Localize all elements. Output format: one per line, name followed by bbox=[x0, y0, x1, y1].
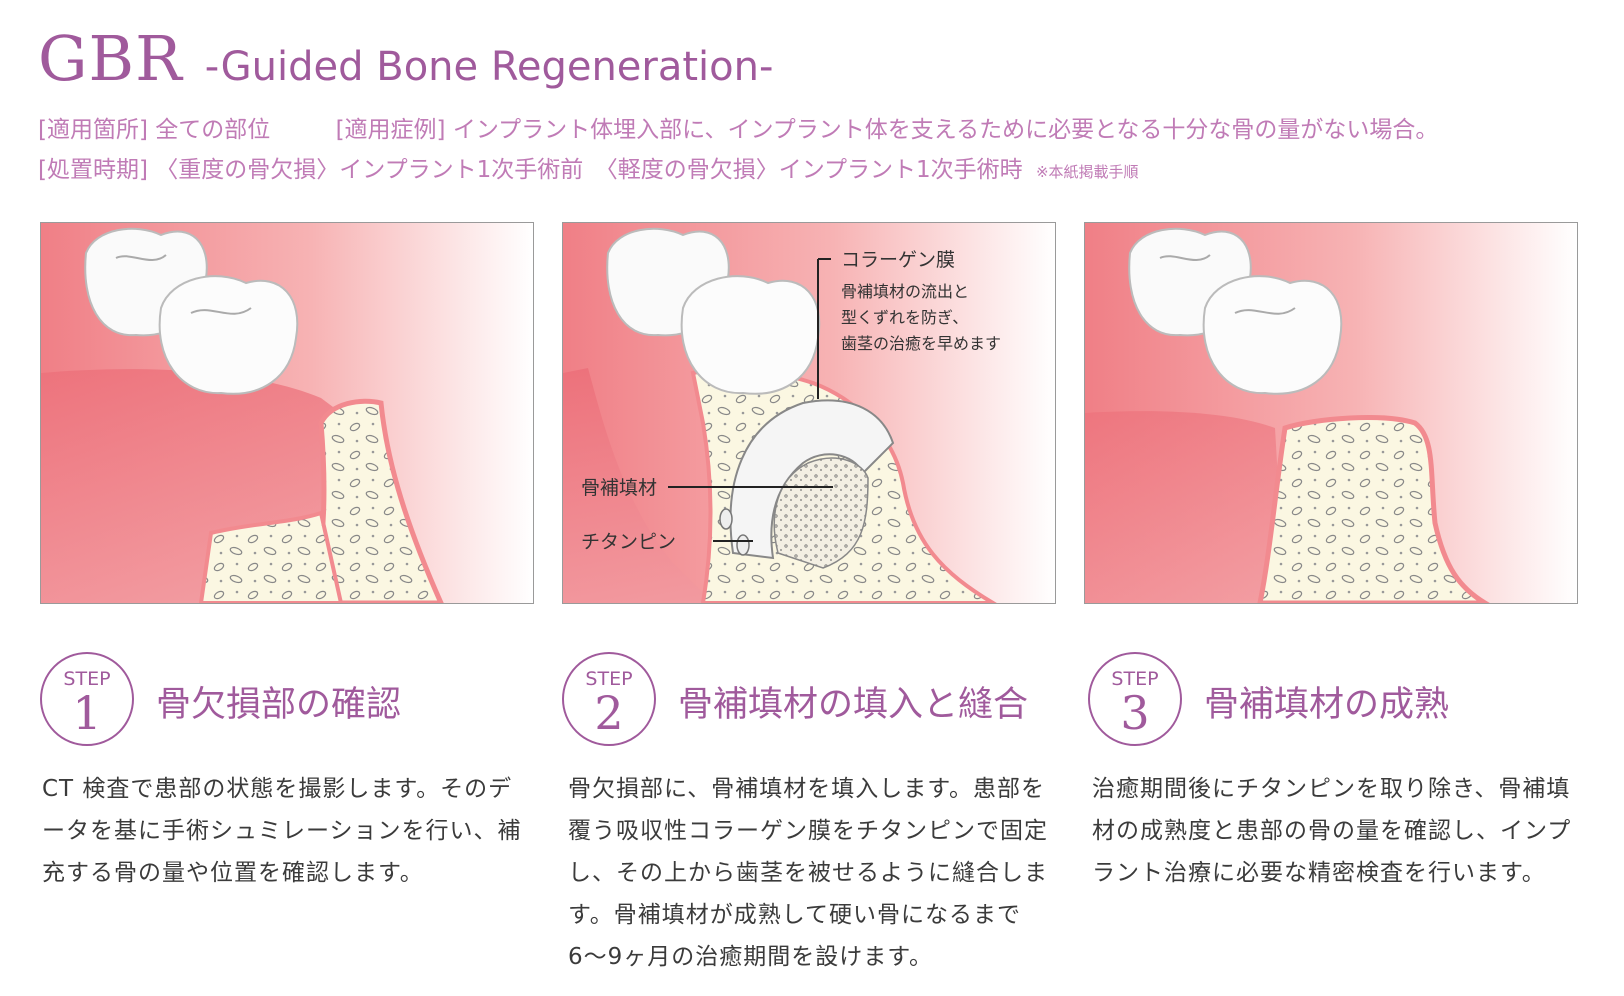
site-tag: [適用箇所] bbox=[38, 117, 148, 143]
collagen-desc-2: 型くずれを防ぎ、 bbox=[841, 308, 968, 327]
step-label: STEP bbox=[585, 668, 633, 690]
case-tag: [適用症例] bbox=[335, 117, 446, 143]
step-2-title: 骨補填材の填入と縫合 bbox=[678, 685, 1029, 725]
illustration-step-3 bbox=[1084, 222, 1578, 604]
step-3-header: STEP 3 骨補填材の成熟 bbox=[1088, 652, 1588, 752]
meta-row-1: [適用箇所] 全ての部位 [適用症例] インプラント体埋入部に、インプラント体を… bbox=[38, 110, 1438, 144]
step-3-badge: STEP 3 bbox=[1088, 652, 1182, 746]
collagen-desc-1: 骨補填材の流出と bbox=[841, 282, 969, 301]
bone-filler-label: 骨補填材 bbox=[581, 477, 657, 499]
step-3-desc: 治癒期間後にチタンピンを取り除き、骨補填材の成熟度と患部の骨の量を確認し、インプ… bbox=[1092, 776, 1572, 886]
illustration-step-2: コラーゲン膜 骨補填材の流出と 型くずれを防ぎ、 歯茎の治癒を早めます 骨補填材… bbox=[562, 222, 1056, 604]
title-sub: -Guided Bone Regeneration- bbox=[204, 44, 774, 90]
step-2-badge: STEP 2 bbox=[562, 652, 656, 746]
step-3-title: 骨補填材の成熟 bbox=[1204, 685, 1450, 725]
timing-tag: [処置時期] bbox=[38, 157, 148, 183]
step-label: STEP bbox=[1111, 668, 1159, 690]
case-value: インプラント体埋入部に、インプラント体を支えるために必要となる十分な骨の量がない… bbox=[452, 117, 1439, 143]
site-value: 全ての部位 bbox=[155, 117, 271, 143]
timing-note: ※本紙掲載手順 bbox=[1035, 163, 1139, 181]
illustration-step-1 bbox=[40, 222, 534, 604]
step-number: 2 bbox=[594, 686, 624, 740]
step-number: 3 bbox=[1120, 686, 1150, 740]
collagen-title: コラーゲン膜 bbox=[841, 249, 955, 271]
step-label: STEP bbox=[63, 668, 111, 690]
step-2-desc: 骨欠損部に、骨補填材を填入します。患部を覆う吸収性コラーゲン膜をチタンピンで固定… bbox=[568, 776, 1048, 970]
page-title: GBR -Guided Bone Regeneration- bbox=[38, 22, 773, 95]
title-main: GBR bbox=[38, 22, 183, 95]
step-1-badge: STEP 1 bbox=[40, 652, 134, 746]
step-1-title: 骨欠損部の確認 bbox=[156, 685, 402, 725]
collagen-desc-3: 歯茎の治癒を早めます bbox=[841, 334, 1001, 353]
step-number: 1 bbox=[72, 686, 102, 740]
timing-value: 〈重度の骨欠損〉インプラント1次手術前 〈軽度の骨欠損〉インプラント1次手術時 bbox=[155, 157, 1023, 183]
step-2-header: STEP 2 骨補填材の填入と縫合 bbox=[562, 652, 1062, 752]
meta-row-2: [処置時期] 〈重度の骨欠損〉インプラント1次手術前 〈軽度の骨欠損〉インプラン… bbox=[38, 150, 1139, 184]
step-1-desc: CT 検査で患部の状態を撮影します。そのデータを基に手術シュミレーションを行い、… bbox=[42, 776, 522, 886]
step-1-header: STEP 1 骨欠損部の確認 bbox=[40, 652, 540, 752]
titanium-pin-label: チタンピン bbox=[581, 531, 676, 553]
